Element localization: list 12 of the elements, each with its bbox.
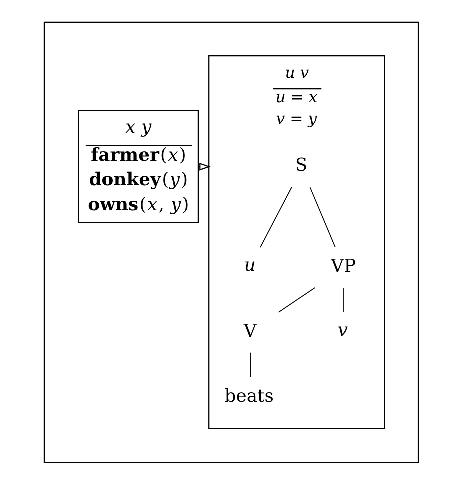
connector xyxy=(343,287,344,312)
node-text: V xyxy=(244,320,257,342)
node-text: u xyxy=(244,254,256,276)
node-text: beats xyxy=(224,385,274,406)
cluster xyxy=(44,21,420,463)
node-text: S xyxy=(295,154,308,176)
connector xyxy=(250,352,251,378)
node-text: VP xyxy=(331,255,356,276)
connector xyxy=(310,186,336,248)
connector xyxy=(278,287,316,312)
node-text: v xyxy=(338,319,348,340)
connector xyxy=(260,186,292,248)
